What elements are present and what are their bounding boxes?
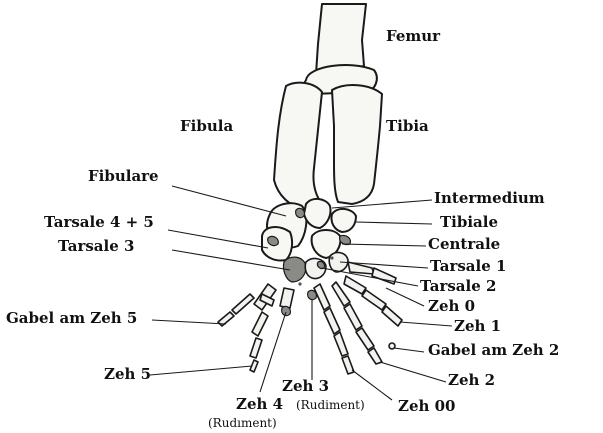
label-tarsale-4-5: Tarsale 4 + 5 xyxy=(44,214,154,231)
label-fibula: Fibula xyxy=(180,118,233,135)
leader-zeh-2 xyxy=(380,362,446,382)
label-tibia: Tibia xyxy=(386,118,429,135)
label-centrale: Centrale xyxy=(428,236,500,253)
leader-gabel-zeh-5 xyxy=(152,320,226,324)
leader-zeh-0 xyxy=(386,288,424,306)
toe-5 xyxy=(218,284,276,372)
label-zeh-2: Zeh 2 xyxy=(448,372,495,389)
label-zeh-0: Zeh 0 xyxy=(428,298,475,315)
fibula-bone xyxy=(274,83,322,210)
leader-gabel-zeh-2 xyxy=(394,348,424,352)
toe-4 xyxy=(280,288,294,316)
leader-zeh-5 xyxy=(150,366,252,375)
label-zeh-4-rudiment: (Rudıment) xyxy=(208,416,277,430)
label-gabel-am-zeh-5: Gabel am Zeh 5 xyxy=(6,310,137,327)
leader-centrale xyxy=(342,244,426,246)
label-intermedium: Intermedium xyxy=(434,190,545,207)
label-zeh-1: Zeh 1 xyxy=(454,318,501,335)
label-tarsale-1: Tarsale 1 xyxy=(430,258,506,275)
label-zeh-00: Zeh 00 xyxy=(398,398,456,415)
leader-zeh-00 xyxy=(352,370,392,400)
leader-zeh-1 xyxy=(400,322,452,326)
tibia-bone xyxy=(332,85,382,204)
leader-tarsale-4-5 xyxy=(168,230,268,248)
label-zeh-3: Zeh 3 xyxy=(282,378,329,395)
label-zeh-4: Zeh 4 xyxy=(236,396,283,413)
label-femur: Femur xyxy=(386,28,440,45)
label-tarsale-2: Tarsale 2 xyxy=(420,278,496,295)
label-tarsale-3: Tarsale 3 xyxy=(58,238,134,255)
leader-tibiale xyxy=(356,222,432,224)
tibiale-bone xyxy=(331,209,356,232)
label-zeh-5: Zeh 5 xyxy=(104,366,151,383)
femur-bone xyxy=(304,4,377,94)
intermedium-bone xyxy=(304,199,331,228)
leader-fibulare xyxy=(172,186,286,216)
label-tibiale: Tibiale xyxy=(440,214,498,231)
tarsal-bones xyxy=(262,199,356,282)
label-fibulare: Fibulare xyxy=(88,168,159,185)
label-gabel-am-zeh-2: Gabel am Zeh 2 xyxy=(428,342,559,359)
label-zeh-3-rudiment: (Rudiment) xyxy=(296,398,365,412)
